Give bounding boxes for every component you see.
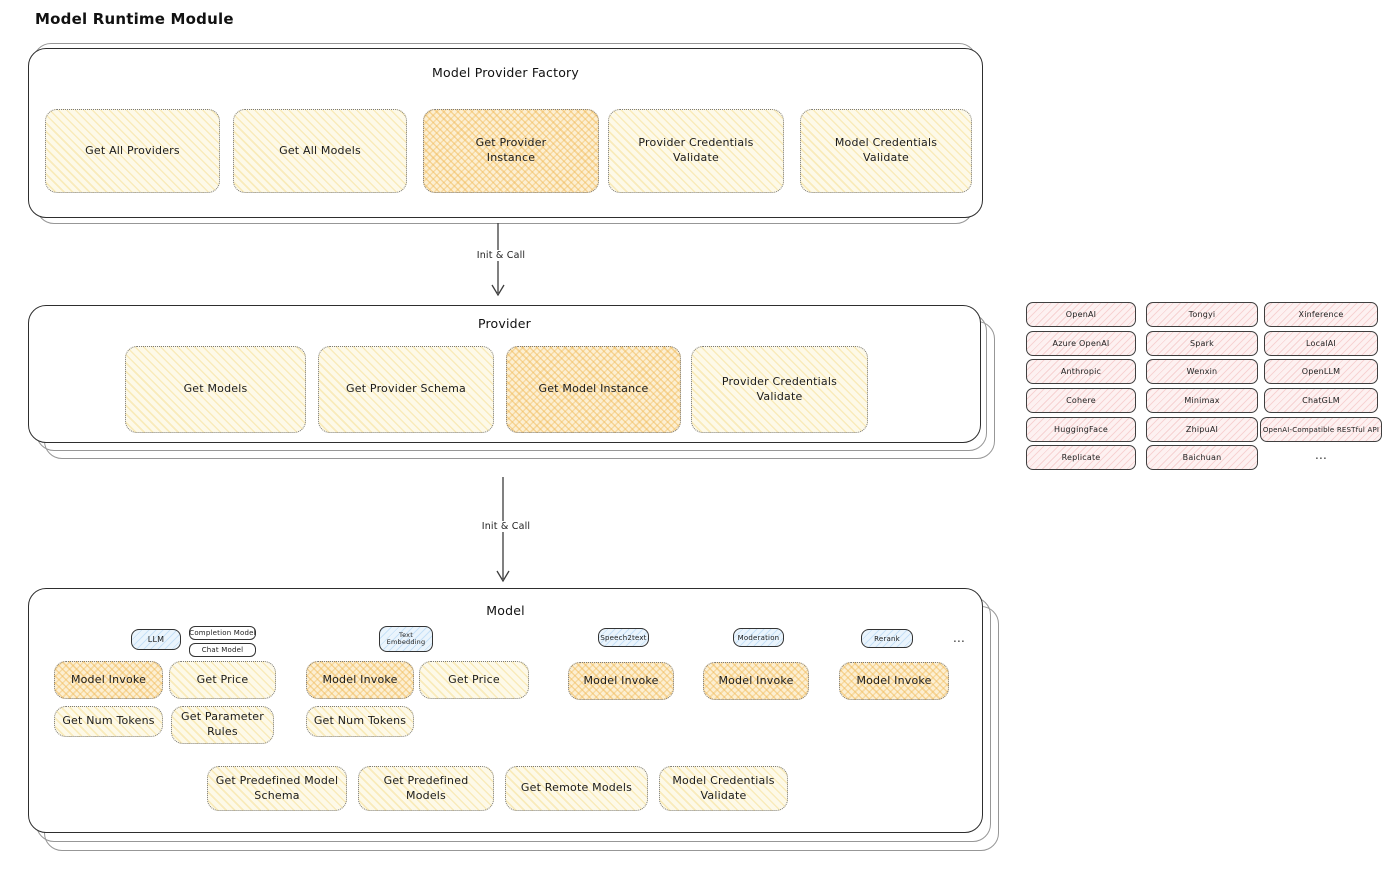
node-model-invoke-rerank: Model Invoke xyxy=(839,662,949,700)
provider-chip-anthropic: Anthropic xyxy=(1026,359,1136,384)
node-label: Model Invoke xyxy=(70,672,147,686)
node-label: Model Invoke xyxy=(718,673,794,687)
node-get-provider-instance: Get Provider Instance xyxy=(423,109,599,193)
provider-chip-openai: OpenAI xyxy=(1026,302,1136,327)
provider-container: Provider Get Models Get Provider Schema … xyxy=(28,305,981,443)
node-label: Model Invoke xyxy=(856,673,932,687)
provider-chip-spark: Spark xyxy=(1146,331,1258,356)
node-get-provider-schema: Get Provider Schema xyxy=(318,346,494,433)
tag-completion-model: Completion Model xyxy=(189,626,256,640)
node-get-num-tokens-llm: Get Num Tokens xyxy=(54,706,163,737)
tag-rerank: Rerank xyxy=(861,629,913,648)
provider-chip-huggingface: HuggingFace xyxy=(1026,417,1136,442)
provider-chip-tongyi: Tongyi xyxy=(1146,302,1258,327)
model-container: Model LLM Completion Model Chat Model Te… xyxy=(28,588,983,833)
node-label: Get Model Instance xyxy=(538,382,649,396)
node-label: Get Provider Instance xyxy=(475,136,547,164)
node-label: Model Credentials Validate xyxy=(834,136,938,164)
provider-chip-wenxin: Wenxin xyxy=(1146,359,1258,384)
factory-title: Model Provider Factory xyxy=(431,65,579,80)
provider-chip-azure-openai: Azure OpenAI xyxy=(1026,331,1136,356)
provider-chip-openai-compatible-restful-api: OpenAI-Compatible RESTful API xyxy=(1260,417,1382,442)
node-label: Model Invoke xyxy=(583,673,659,687)
node-model-credentials-validate: Model Credentials Validate xyxy=(800,109,972,193)
tag-llm: LLM xyxy=(131,629,181,650)
tag-chat-model: Chat Model xyxy=(189,643,256,657)
node-get-predefined-models: Get Predefined Models xyxy=(358,766,494,811)
arrow-label-init-call-2: Init & Call xyxy=(463,521,549,532)
node-model-credentials-validate-2: Model Credentials Validate xyxy=(659,766,788,811)
node-get-predefined-model-schema: Get Predefined Model Schema xyxy=(207,766,347,811)
tag-speech2text: Speech2text xyxy=(598,628,649,647)
tag-moderation: Moderation xyxy=(733,628,784,647)
node-model-invoke-embedding: Model Invoke xyxy=(306,661,414,699)
node-label: Get Parameter Rules xyxy=(181,710,264,738)
provider-chip-minimax: Minimax xyxy=(1146,388,1258,413)
node-label: Get Models xyxy=(183,382,248,396)
node-label: Provider Credentials Validate xyxy=(721,374,838,403)
provider-chip-cohere: Cohere xyxy=(1026,388,1136,413)
node-label: Get Num Tokens xyxy=(313,714,407,728)
provider-title: Provider xyxy=(477,316,532,331)
node-label: Model Invoke xyxy=(322,672,398,686)
node-provider-credentials-validate: Provider Credentials Validate xyxy=(608,109,784,193)
node-model-invoke-moderation: Model Invoke xyxy=(703,662,809,700)
model-title: Model xyxy=(486,603,525,618)
node-label: Get Predefined Models xyxy=(383,773,469,802)
model-tags-more: ... xyxy=(952,631,966,645)
node-get-remote-models: Get Remote Models xyxy=(505,766,648,811)
provider-chip-chatglm: ChatGLM xyxy=(1264,388,1378,413)
node-get-parameter-rules: Get Parameter Rules xyxy=(171,706,274,744)
provider-chip-localai: LocalAI xyxy=(1264,331,1378,356)
node-get-models: Get Models xyxy=(125,346,306,433)
page-title: Model Runtime Module xyxy=(35,10,234,28)
provider-chip-baichuan: Baichuan xyxy=(1146,445,1258,470)
provider-chip-xinference: Xinference xyxy=(1264,302,1378,327)
node-model-invoke-llm: Model Invoke xyxy=(54,661,163,699)
node-provider-credentials-validate-2: Provider Credentials Validate xyxy=(691,346,868,433)
node-label: Provider Credentials Validate xyxy=(638,136,754,164)
node-label: Get Predefined Model Schema xyxy=(215,773,339,802)
node-label: Get Num Tokens xyxy=(62,714,155,728)
factory-container: Model Provider Factory Get All Providers… xyxy=(28,48,983,218)
node-label: Get All Providers xyxy=(85,143,180,157)
provider-list-grid: OpenAI Tongyi Xinference Azure OpenAI Sp… xyxy=(1026,302,1386,474)
arrow-label-init-call: Init & Call xyxy=(458,250,544,261)
node-get-price-embedding: Get Price xyxy=(419,661,529,699)
node-label: Get Provider Schema xyxy=(346,382,466,396)
provider-chip-zhipuai: ZhipuAI xyxy=(1146,417,1258,442)
node-label: Get Price xyxy=(196,672,249,686)
provider-chip-replicate: Replicate xyxy=(1026,445,1136,470)
node-get-num-tokens-embedding: Get Num Tokens xyxy=(306,706,414,737)
node-get-all-providers: Get All Providers xyxy=(45,109,220,193)
node-label: Model Credentials Validate xyxy=(672,773,775,802)
node-label: Get Remote Models xyxy=(520,781,633,795)
node-get-price-llm: Get Price xyxy=(169,661,276,699)
node-get-model-instance: Get Model Instance xyxy=(506,346,681,433)
node-label: Get Price xyxy=(448,672,500,686)
provider-list-more: ... xyxy=(1314,448,1328,462)
provider-chip-openllm: OpenLLM xyxy=(1264,359,1378,384)
tag-text-embedding: Text Embedding xyxy=(379,626,433,652)
node-get-all-models: Get All Models xyxy=(233,109,407,193)
node-model-invoke-speech2text: Model Invoke xyxy=(568,662,674,700)
node-label: Get All Models xyxy=(279,143,361,157)
